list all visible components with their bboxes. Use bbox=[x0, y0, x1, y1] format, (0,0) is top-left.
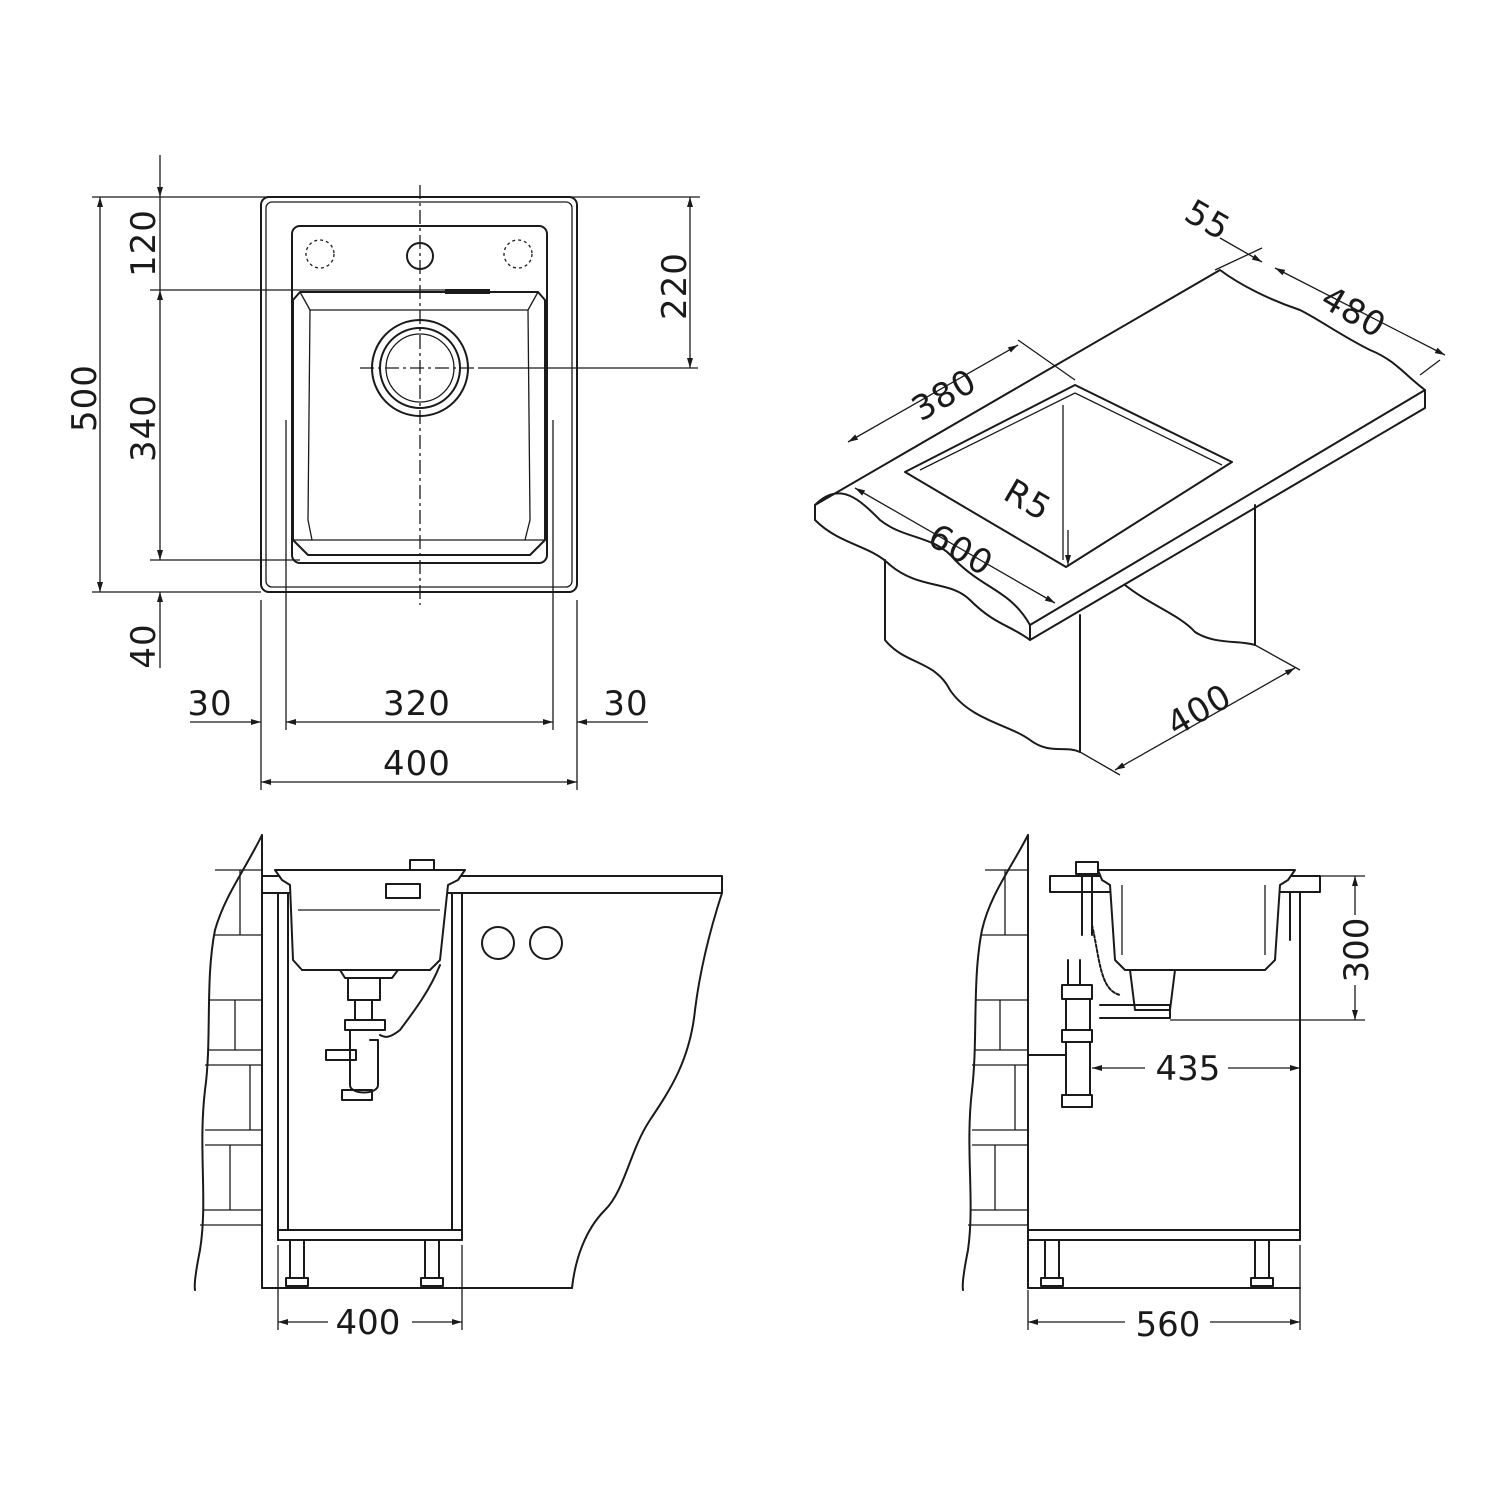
dim-220: 220 bbox=[655, 252, 695, 320]
side-view: 300 435 560 bbox=[961, 834, 1377, 1345]
dim-560: 560 bbox=[1136, 1305, 1201, 1345]
dim-300: 300 bbox=[1337, 918, 1377, 983]
dim-400-iso: 400 bbox=[1160, 676, 1239, 745]
dim-40: 40 bbox=[124, 623, 164, 668]
dim-340: 340 bbox=[124, 394, 164, 462]
dim-500: 500 bbox=[65, 364, 105, 432]
sink-outline bbox=[260, 196, 578, 593]
plan-view: 500 120 340 40 220 30 320 30 400 bbox=[65, 155, 700, 790]
knockout-right bbox=[503, 239, 533, 269]
bowl bbox=[292, 291, 546, 556]
dim-320: 320 bbox=[383, 684, 451, 724]
sink-side bbox=[1097, 869, 1296, 971]
dim-400-plan: 400 bbox=[383, 744, 451, 784]
dim-30-right: 30 bbox=[603, 684, 648, 724]
dim-30-left: 30 bbox=[187, 684, 232, 724]
front-view: 400 bbox=[193, 834, 723, 1343]
sink-front bbox=[274, 869, 466, 971]
dim-120: 120 bbox=[124, 209, 164, 277]
dim-435: 435 bbox=[1156, 1049, 1221, 1089]
knockout-left bbox=[305, 239, 335, 269]
dim-55: 55 bbox=[1178, 192, 1237, 249]
dim-400-front: 400 bbox=[336, 1303, 401, 1343]
isometric-view: 380 600 55 480 R5 400 bbox=[814, 192, 1446, 776]
